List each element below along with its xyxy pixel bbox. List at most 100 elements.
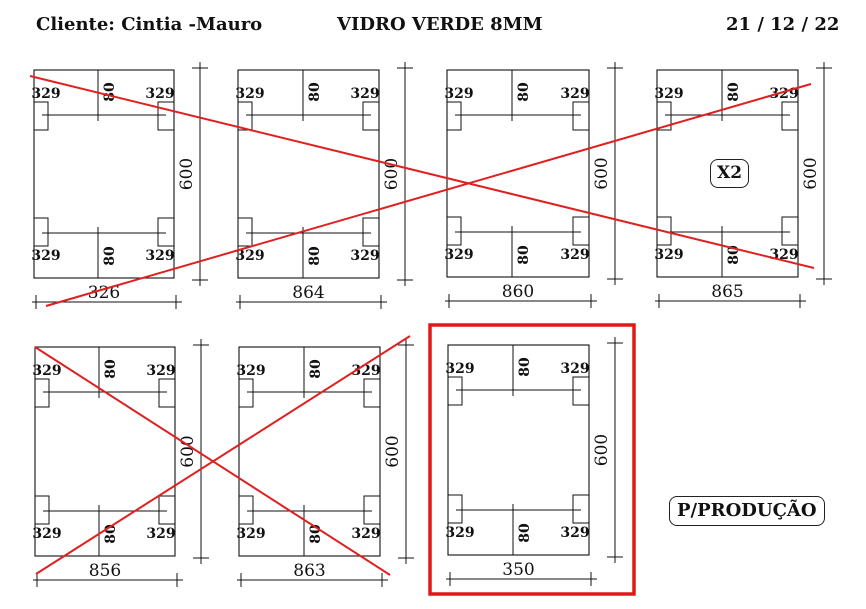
offset-label: 80 bbox=[307, 82, 323, 102]
cancel-cross-line bbox=[45, 83, 812, 307]
height-label: 600 bbox=[801, 157, 821, 189]
panel-outline bbox=[656, 69, 799, 278]
hinge-cutout-bottom-right bbox=[572, 216, 590, 246]
material-label: VIDRO VERDE 8MM bbox=[337, 14, 543, 35]
hinge-cutout-top-right bbox=[572, 376, 590, 406]
hole-label: 329 bbox=[654, 247, 683, 263]
height-label: 600 bbox=[592, 157, 612, 189]
hinge-cutout-bottom-left bbox=[656, 216, 672, 246]
offset-label: 80 bbox=[516, 245, 532, 265]
hole-label: 329 bbox=[654, 86, 683, 102]
width-label: 864 bbox=[292, 283, 324, 303]
offset-label: 80 bbox=[102, 246, 118, 266]
hinge-cutout-bottom-right bbox=[572, 494, 590, 524]
glass-panel-7: 329 329 329 329 80 80 350 600 bbox=[428, 323, 636, 596]
width-label: 865 bbox=[711, 282, 743, 302]
width-label: 326 bbox=[88, 283, 120, 303]
hole-label: 329 bbox=[32, 526, 61, 542]
panel-outline bbox=[447, 344, 590, 556]
glass-panel-3: 329 329 329 329 80 80 860 600 bbox=[444, 62, 623, 308]
hole-label: 329 bbox=[236, 526, 265, 542]
hinge-cutout-bottom-left bbox=[33, 217, 49, 247]
offset-label: 80 bbox=[307, 246, 323, 266]
hinge-cutout-top-right bbox=[158, 378, 176, 408]
hinge-cutout-bottom-left bbox=[34, 495, 50, 525]
hinge-cutout-bottom-left bbox=[446, 216, 462, 246]
hole-label: 329 bbox=[235, 86, 264, 102]
panel-outline bbox=[33, 69, 175, 279]
hole-label: 329 bbox=[445, 525, 474, 541]
hinge-cutout-bottom-right bbox=[158, 495, 176, 525]
client-label: Cliente: Cintia -Mauro bbox=[36, 14, 263, 35]
hole-label: 329 bbox=[351, 526, 380, 542]
hole-label: 329 bbox=[31, 86, 60, 102]
hole-label: 329 bbox=[560, 247, 589, 263]
hole-label: 329 bbox=[444, 86, 473, 102]
hole-label: 329 bbox=[445, 361, 474, 377]
hinge-cutout-top-left bbox=[34, 378, 50, 408]
hinge-cutout-bottom-left bbox=[447, 494, 463, 524]
hinge-cutout-bottom-right bbox=[781, 216, 799, 246]
offset-label: 80 bbox=[517, 523, 533, 543]
hinge-cutout-top-left bbox=[446, 101, 462, 131]
height-label: 600 bbox=[383, 435, 403, 467]
hole-label: 329 bbox=[145, 248, 174, 264]
hinge-cutout-top-right bbox=[157, 101, 175, 131]
hole-label: 329 bbox=[235, 248, 264, 264]
hinge-cutout-top-left bbox=[447, 376, 463, 406]
height-label: 600 bbox=[177, 158, 197, 190]
panel-outline bbox=[34, 346, 176, 557]
hinge-cutout-top-left bbox=[656, 101, 672, 131]
production-label: P/PRODUÇÃO bbox=[669, 496, 825, 526]
hinge-cutout-bottom-right bbox=[363, 495, 381, 525]
width-label: 856 bbox=[89, 561, 121, 581]
cancel-cross-line bbox=[35, 335, 411, 575]
width-label: 350 bbox=[502, 560, 534, 580]
offset-label: 80 bbox=[308, 359, 324, 379]
hinge-cutout-top-right bbox=[781, 101, 799, 131]
width-label: 863 bbox=[293, 561, 325, 581]
hole-label: 329 bbox=[146, 363, 175, 379]
hinge-cutout-bottom-right bbox=[362, 217, 380, 247]
hole-label: 329 bbox=[444, 247, 473, 263]
hole-label: 329 bbox=[350, 248, 379, 264]
hole-label: 329 bbox=[31, 248, 60, 264]
hinge-cutout-top-right bbox=[572, 101, 590, 131]
hinge-cutout-bottom-right bbox=[157, 217, 175, 247]
offset-label: 80 bbox=[517, 357, 533, 377]
offset-label: 80 bbox=[516, 82, 532, 102]
hinge-cutout-top-right bbox=[363, 378, 381, 408]
hole-label: 329 bbox=[145, 86, 174, 102]
height-label: 600 bbox=[178, 435, 198, 467]
hinge-cutout-top-right bbox=[362, 101, 380, 131]
glass-panel-1: 329 329 329 329 80 80 326 600 bbox=[31, 62, 208, 309]
hole-label: 329 bbox=[560, 361, 589, 377]
hole-label: 329 bbox=[560, 86, 589, 102]
panel-outline bbox=[238, 346, 381, 557]
hole-label: 329 bbox=[351, 363, 380, 379]
cancel-cross-line bbox=[29, 75, 815, 269]
hinge-cutout-top-left bbox=[238, 378, 254, 408]
hinge-cutout-top-left bbox=[237, 101, 253, 131]
hinge-cutout-top-left bbox=[33, 101, 49, 131]
hole-label: 329 bbox=[560, 525, 589, 541]
hole-label: 329 bbox=[32, 363, 61, 379]
offset-label: 80 bbox=[103, 359, 119, 379]
hole-label: 329 bbox=[236, 363, 265, 379]
quantity-badge: X2 bbox=[710, 159, 750, 188]
panel-outline bbox=[446, 69, 590, 278]
hole-label: 329 bbox=[146, 526, 175, 542]
offset-label: 80 bbox=[726, 82, 742, 102]
offset-label: 80 bbox=[102, 82, 118, 102]
hinge-cutout-bottom-left bbox=[237, 217, 253, 247]
panel-outline bbox=[237, 69, 380, 279]
date-label: 21 / 12 / 22 bbox=[726, 14, 840, 35]
height-label: 600 bbox=[592, 434, 612, 466]
width-label: 860 bbox=[502, 282, 534, 302]
production-highlight-frame bbox=[428, 323, 636, 596]
hole-label: 329 bbox=[350, 86, 379, 102]
